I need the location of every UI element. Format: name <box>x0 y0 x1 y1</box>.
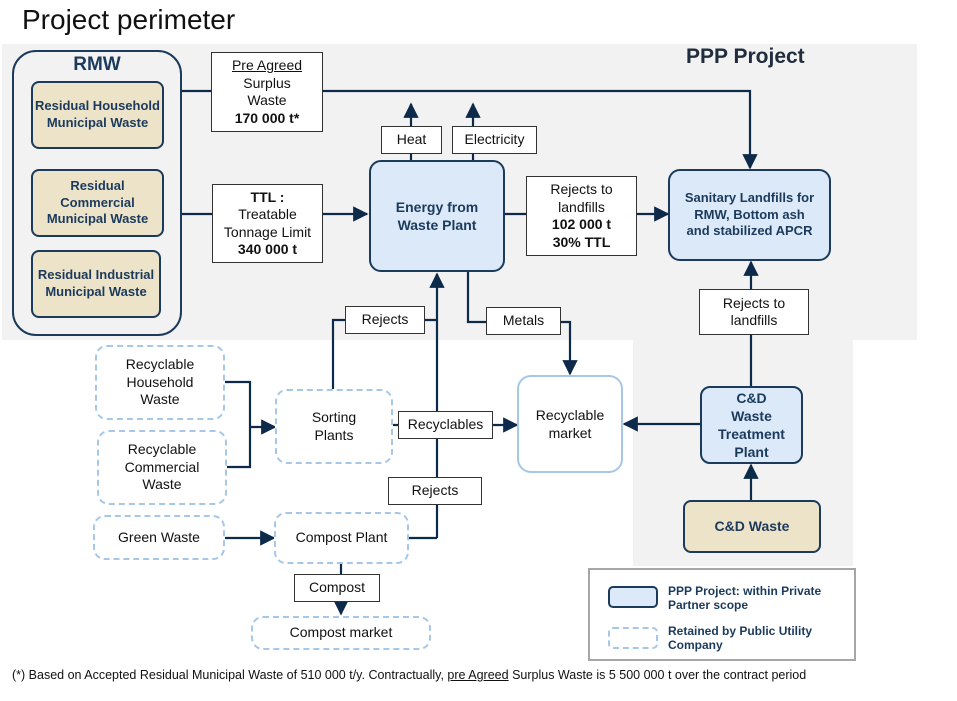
heat-label: Heat <box>381 126 442 154</box>
flow-commercial-to-sorting <box>226 427 252 469</box>
page-title: Project perimeter <box>22 4 236 35</box>
cd-treatment-plant-node: C&D Waste Treatment Plant <box>700 386 803 464</box>
legend-solid-text: PPP Project: within Private Partner scop… <box>668 584 822 613</box>
sanitary-landfills-node: Sanitary Landfills for RMW, Bottom ash a… <box>668 169 831 261</box>
surplus-waste-prefix: Pre Agreed <box>231 57 303 73</box>
green-waste-node: Green Waste <box>93 515 225 560</box>
ppp-project-title: PPP Project <box>686 45 805 68</box>
energy-from-waste-node: Energy from Waste Plant <box>369 160 505 272</box>
rmw-group-frame <box>12 50 182 336</box>
recyclable-household-waste-node: Recyclable Household Waste <box>95 345 225 420</box>
sorting-plants-node: Sorting Plants <box>275 389 393 464</box>
efw-rejects-value: 102 000 t <box>551 216 612 232</box>
ttl-value: 340 000 t <box>237 241 298 257</box>
ttl-label: TTL : Treatable Tonnage Limit 340 000 t <box>212 184 323 263</box>
efw-rejects-label: Rejects to landfills 102 000 t 30% TTL <box>526 176 637 256</box>
sorting-rejects-label: Rejects <box>345 306 425 334</box>
recyclable-commercial-waste-node: Recyclable Commercial Waste <box>97 430 227 505</box>
cd-waste-node: C&D Waste <box>683 500 821 553</box>
footnote-part2: pre Agreed <box>447 668 509 682</box>
electricity-label: Electricity <box>452 126 537 154</box>
residual-household-waste-node: Residual Household Municipal Waste <box>31 81 164 149</box>
footnote-part3: Surplus Waste is 5 500 000 t over the co… <box>508 668 807 682</box>
surplus-waste-text: Surplus Waste <box>243 74 291 109</box>
compost-plant-node: Compost Plant <box>274 512 409 564</box>
recyclables-label: Recyclables <box>398 411 493 439</box>
rmw-group-label: RMW <box>73 54 121 75</box>
cd-rejects-label: Rejects to landfills <box>699 289 809 335</box>
compost-market-node: Compost market <box>251 616 431 650</box>
compost-label: Compost <box>294 574 380 602</box>
metals-label: Metals <box>486 307 561 335</box>
residual-industrial-waste-node: Residual Industrial Municipal Waste <box>31 250 161 318</box>
legend-dashed-swatch <box>608 627 658 649</box>
efw-rejects-text: Rejects to landfills <box>550 181 613 215</box>
efw-rejects-pct: 30% TTL <box>552 233 611 250</box>
footnote: (*) Based on Accepted Residual Municipal… <box>12 668 806 682</box>
residual-commercial-waste-node: Residual Commercial Municipal Waste <box>31 169 164 237</box>
compost-rejects-label: Rejects <box>388 477 482 505</box>
footnote-part1: (*) Based on Accepted Residual Municipal… <box>12 668 448 682</box>
recyclable-market-node: Recyclable market <box>517 375 623 473</box>
flow-surplus-to-landfill <box>182 89 758 170</box>
legend-dashed-text: Retained by Public Utility Company <box>668 624 813 653</box>
surplus-waste-value: 170 000 t* <box>234 109 300 126</box>
surplus-waste-label: Pre Agreed Surplus Waste 170 000 t* <box>211 52 323 132</box>
legend-solid-swatch <box>608 586 658 608</box>
ttl-title: TTL : <box>250 188 285 205</box>
flow-household-to-sorting <box>224 380 252 427</box>
ttl-text: Treatable Tonnage Limit <box>223 206 312 240</box>
